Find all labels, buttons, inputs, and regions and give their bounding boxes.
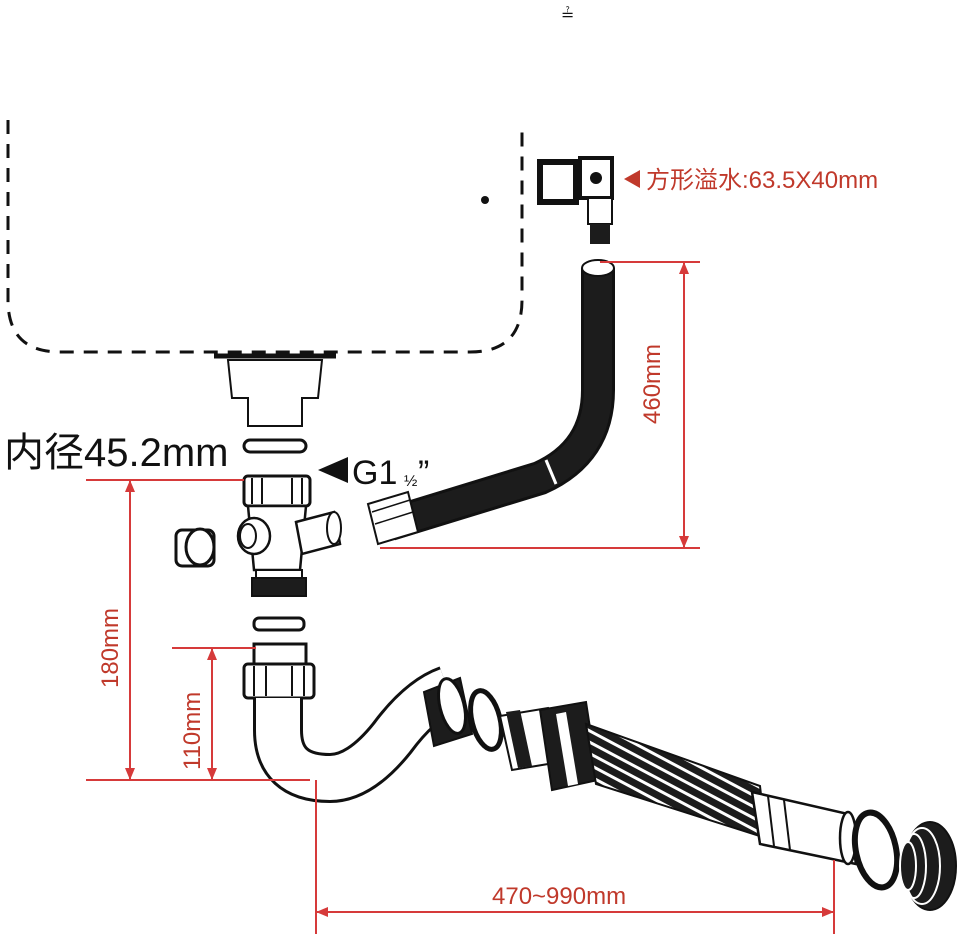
outlet-nut (422, 676, 474, 748)
dim-180-arrow-bottom (125, 768, 135, 780)
dim-180-label: 180mm (97, 608, 124, 688)
dim-extension (315, 780, 835, 934)
dim-180 (86, 479, 310, 781)
thread-label: G1 (352, 454, 397, 492)
thread-fraction: ½ (404, 473, 417, 490)
strainer-body (226, 359, 324, 427)
trap-nut (242, 642, 316, 700)
sink-basin-outline (6, 120, 524, 354)
top-washer (242, 438, 308, 454)
dim-180-arrow-top (125, 480, 135, 492)
middle-washer (252, 616, 306, 632)
dim-110-label: 110mm (179, 692, 206, 770)
overflow-hose (366, 259, 615, 546)
dim-extension-arrow-left (316, 907, 328, 917)
overflow-label: 方形溢水:63.5X40mm (646, 167, 878, 194)
dim-460-arrow-bottom (679, 536, 689, 548)
dim-110 (172, 647, 256, 780)
dim-extension-label: 470~990mm (492, 883, 626, 910)
thread-pointer (318, 457, 348, 483)
end-cap (174, 527, 216, 568)
dim-110-arrow-top (207, 648, 217, 660)
flex-hose (498, 700, 858, 866)
trap-pipe (253, 666, 458, 804)
dim-460-label: 460mm (639, 344, 666, 424)
tee-body (236, 474, 342, 597)
basin-hole (481, 196, 489, 204)
dim-110-arrow-bottom (207, 768, 217, 780)
top-mark: ≟ (561, 6, 574, 24)
dim-extension-arrow-right (822, 907, 834, 917)
dim-460-arrow-top (679, 262, 689, 274)
stepped-adapter (899, 821, 957, 911)
inner-diameter-label: 内径45.2mm (4, 431, 229, 475)
end-washer (851, 809, 901, 891)
dim-460 (380, 261, 700, 549)
overflow-fitting (537, 156, 614, 244)
thread-quote: ” (418, 454, 429, 492)
overflow-pointer (624, 170, 640, 188)
